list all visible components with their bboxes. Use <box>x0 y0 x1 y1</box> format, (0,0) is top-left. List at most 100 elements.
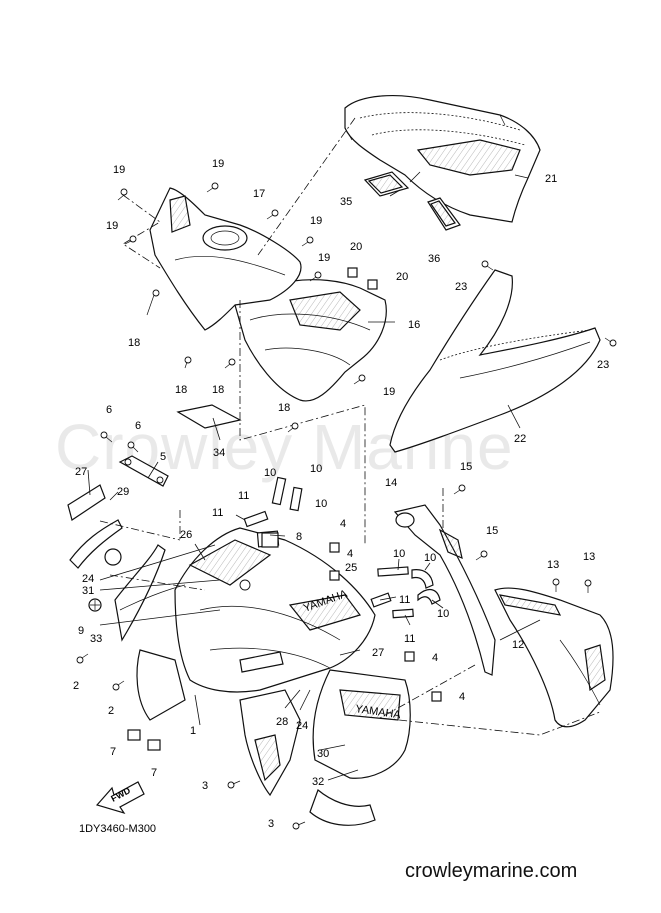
callout-30: 30 <box>317 748 329 760</box>
callout-18-a: 18 <box>128 337 140 349</box>
callout-15-a: 15 <box>460 461 472 473</box>
callout-34: 34 <box>213 447 225 459</box>
callout-6-a: 6 <box>106 404 112 416</box>
lower-panel-30: YAMAHA <box>312 669 411 779</box>
callouts: 21 35 36 19 19 19 17 19 20 19 20 23 16 1… <box>73 158 609 830</box>
console-body-16 <box>234 279 387 402</box>
upper-console-cover <box>344 95 541 223</box>
screws <box>76 182 617 830</box>
callout-24-a: 24 <box>82 573 94 585</box>
pad-35 <box>363 171 410 197</box>
screw-3-a <box>227 780 241 789</box>
callout-27-b: 27 <box>372 647 384 659</box>
screw-19-a <box>117 188 128 201</box>
screw-17 <box>266 209 279 220</box>
callout-3-b: 3 <box>268 818 274 830</box>
lower-lip-32 <box>309 788 376 826</box>
nut-4-a <box>329 542 340 553</box>
callout-18-c: 18 <box>212 384 224 396</box>
bracket-5 <box>118 455 169 487</box>
callout-18-d: 18 <box>278 402 290 414</box>
handlebar-cover <box>149 187 302 331</box>
screw-13-a <box>552 578 560 592</box>
callout-33: 33 <box>90 633 102 645</box>
callout-3-a: 3 <box>202 780 208 792</box>
callout-24-b: 24 <box>296 720 308 732</box>
callout-4-a: 4 <box>340 518 346 530</box>
callout-7-a: 7 <box>110 746 116 758</box>
callout-18-b: 18 <box>175 384 187 396</box>
screw-15-a <box>453 484 466 495</box>
lower-left-panel <box>239 689 301 797</box>
callout-32: 32 <box>312 776 324 788</box>
callout-11-d: 11 <box>404 633 415 645</box>
callout-10-e: 10 <box>424 552 436 564</box>
callout-1: 1 <box>190 725 196 737</box>
screw-18-a <box>146 289 160 316</box>
strip-29 <box>69 519 123 569</box>
callout-11-a: 11 <box>238 490 249 502</box>
callout-20-a: 20 <box>350 241 362 253</box>
screw-19-c <box>124 235 137 245</box>
callout-12: 12 <box>512 639 524 651</box>
clip-7-b <box>147 739 161 751</box>
callout-13-a: 13 <box>547 559 559 571</box>
callout-29: 29 <box>117 486 129 498</box>
callout-20-b: 20 <box>396 271 408 283</box>
callout-19-c: 19 <box>106 220 118 232</box>
pad-34 <box>176 404 242 429</box>
callout-10-a: 10 <box>264 467 276 479</box>
callout-21: 21 <box>545 173 557 185</box>
callout-11-c: 11 <box>399 594 410 606</box>
nut-4-d <box>431 691 442 702</box>
callout-11-b: 11 <box>212 507 223 519</box>
screw-6-b <box>127 441 139 453</box>
callout-19-a: 19 <box>113 164 125 176</box>
screw-19-e <box>309 271 322 282</box>
callout-14: 14 <box>385 477 397 489</box>
screw-18-b <box>184 356 192 369</box>
screw-23-b <box>604 337 617 347</box>
callout-2-a: 2 <box>73 680 79 692</box>
callout-27-a: 27 <box>75 466 87 478</box>
callout-31: 31 <box>82 585 94 597</box>
pad-8 <box>261 532 279 548</box>
callout-4-b: 4 <box>347 548 353 560</box>
callout-2-b: 2 <box>108 705 114 717</box>
screw-18-c <box>224 358 236 369</box>
callout-17: 17 <box>253 188 265 200</box>
callout-19-f: 19 <box>383 386 395 398</box>
callout-26: 26 <box>180 529 192 541</box>
callout-7-b: 7 <box>151 767 157 779</box>
disc-24 <box>104 548 122 566</box>
screw-19-f <box>353 374 366 385</box>
callout-15-b: 15 <box>486 525 498 537</box>
guide-lines <box>87 117 601 781</box>
nut-4-c <box>404 651 415 662</box>
screw-23-a <box>481 260 494 271</box>
pad-36 <box>427 197 461 231</box>
callout-10-c: 10 <box>315 498 327 510</box>
callout-19-e: 19 <box>318 252 330 264</box>
callout-22: 22 <box>514 433 526 445</box>
callout-10-d: 10 <box>393 548 405 560</box>
nut-20-b <box>367 279 378 290</box>
callout-23-b: 23 <box>597 359 609 371</box>
callout-5: 5 <box>160 451 166 463</box>
side-panel-12 <box>494 587 614 728</box>
left-side-cover <box>114 544 186 721</box>
callout-8: 8 <box>296 531 302 543</box>
callout-4-d: 4 <box>459 691 465 703</box>
strips-10-11 <box>243 476 441 619</box>
callout-13-b: 13 <box>583 551 595 563</box>
screw-3-b <box>292 821 306 830</box>
screw-2-a <box>76 653 89 664</box>
diagram-code: 1DY3460-M300 <box>79 823 157 835</box>
callout-36: 36 <box>428 253 440 265</box>
callout-25: 25 <box>345 562 357 574</box>
callout-9: 9 <box>78 625 84 637</box>
nut-20-a <box>347 267 358 278</box>
side-panel-22 <box>389 269 601 453</box>
clip-7-a <box>127 729 141 741</box>
